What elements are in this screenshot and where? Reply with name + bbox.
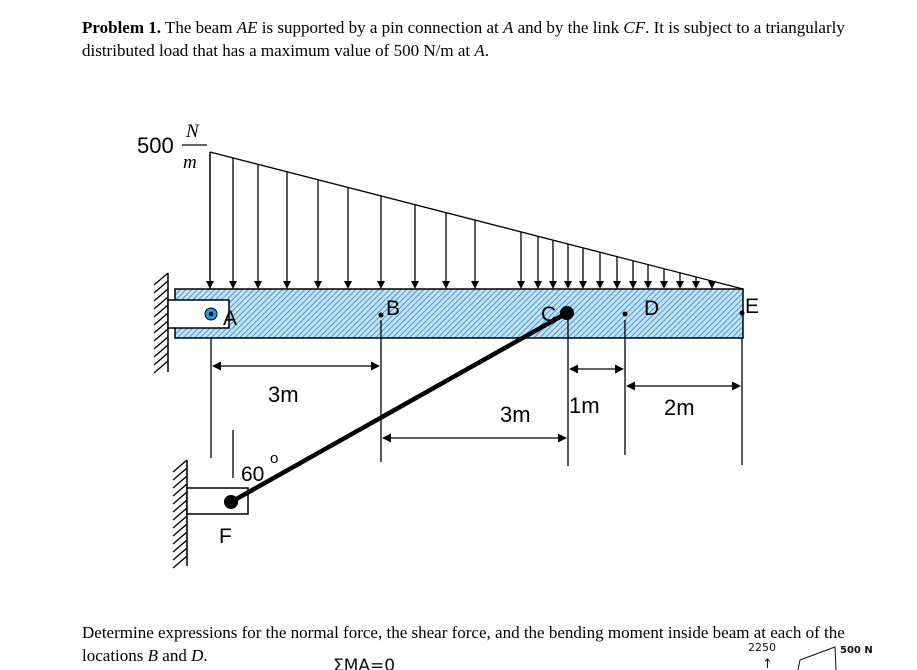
load-unit-denominator: m — [183, 152, 197, 173]
load-arrow — [549, 240, 557, 289]
dim-de-label: 2m — [664, 395, 695, 420]
wall-hatch-line — [172, 491, 188, 505]
problem-label: Problem 1. — [82, 18, 162, 37]
wall-hatch-line — [153, 272, 169, 286]
load-arrow — [534, 236, 542, 289]
load-arrow — [344, 187, 352, 289]
question-point: D — [191, 646, 204, 665]
load-arrow — [579, 247, 587, 289]
handwritten-sketch — [797, 646, 837, 670]
question-text: . — [203, 646, 208, 665]
wall-hatch-line — [153, 312, 169, 326]
point-d-label: D — [644, 297, 659, 320]
wall-hatch-line — [153, 328, 169, 342]
link-cf — [228, 310, 570, 505]
wall-hatch-line — [172, 459, 188, 473]
wall-hatch-line — [172, 547, 188, 561]
problem-text: and by the link — [513, 18, 624, 37]
wall-hatch-line — [172, 539, 188, 553]
problem-point: A — [474, 41, 485, 60]
handwritten-force: 500 N — [840, 645, 873, 656]
problem-text: The beam — [161, 18, 237, 37]
question-point: B — [147, 646, 159, 665]
wall-hatch-line — [153, 352, 169, 366]
dim-ab-label: 3m — [268, 382, 299, 407]
load-arrow — [471, 220, 479, 289]
load-arrow — [254, 164, 262, 289]
handwritten-value: 2250 — [748, 641, 776, 654]
problem-point: A — [503, 18, 514, 37]
problem-text: . It is subject to a triangularly distri… — [82, 18, 845, 60]
pin-support-a — [167, 299, 230, 329]
load-arrow — [613, 256, 621, 289]
load-envelope — [209, 151, 744, 290]
extension-lines — [210, 320, 743, 478]
wall-hatch-line — [153, 280, 169, 294]
wall-hatch-line — [172, 507, 188, 521]
wall-hatch-line — [153, 304, 169, 318]
problem-text: . — [484, 41, 489, 60]
wall-a — [153, 272, 169, 374]
problem-statement: Problem 1. The beam AE is supported by a… — [82, 16, 882, 62]
load-arrow — [708, 281, 716, 289]
point-b-label: B — [386, 297, 400, 320]
load-arrow — [517, 231, 525, 289]
question-statement: Determine expressions for the normal for… — [82, 621, 882, 667]
load-arrow — [377, 195, 385, 289]
wall-hatch-line — [172, 523, 188, 537]
wall-hatch-line — [172, 499, 188, 513]
load-arrow — [314, 179, 322, 289]
point-d-dot — [622, 311, 628, 317]
load-value: 500 — [137, 133, 174, 158]
load-arrow — [283, 171, 291, 289]
handwritten-sum-moments: ΣMA=0 — [333, 656, 395, 670]
wall-f — [172, 459, 188, 569]
load-arrow — [206, 152, 214, 289]
support-f-block — [186, 487, 249, 515]
load-arrow — [411, 204, 419, 289]
load-arrow — [676, 272, 684, 289]
load-arrow — [442, 212, 450, 289]
point-e-dot — [739, 310, 745, 316]
pin-a-center — [208, 311, 214, 317]
dim-cd-label: 1m — [569, 393, 600, 418]
wall-hatch-line — [172, 531, 188, 545]
load-unit-numerator: N — [185, 121, 200, 142]
handwritten-arrow: ↑ — [762, 657, 773, 670]
load-arrow — [229, 157, 237, 289]
load-arrow — [596, 252, 604, 289]
pin-f — [224, 495, 238, 509]
pin-c — [560, 306, 574, 320]
dim-bc-label: 3m — [500, 402, 531, 427]
point-a-label: A — [223, 307, 237, 330]
problem-link-name: CF — [623, 18, 646, 37]
point-e-label: E — [745, 295, 759, 318]
problem-beam-name: AE — [236, 18, 258, 37]
wall-hatch-line — [172, 483, 188, 497]
point-f-label: F — [219, 525, 232, 548]
wall-hatch-line — [172, 515, 188, 529]
wall-hatch-line — [153, 336, 169, 350]
point-b-dot — [378, 312, 384, 318]
distributed-load — [206, 151, 744, 290]
load-arrow — [629, 260, 637, 289]
wall-hatch-line — [153, 288, 169, 302]
wall-hatch-line — [153, 320, 169, 334]
wall-hatch-line — [153, 296, 169, 310]
angle-value: 60 — [241, 463, 264, 486]
angle-degree: o — [270, 450, 278, 467]
wall-hatch-line — [153, 344, 169, 358]
problem-text: is supported by a pin connection at — [257, 18, 503, 37]
load-arrow — [644, 264, 652, 289]
wall-hatch-line — [172, 467, 188, 481]
wall-hatch-line — [172, 475, 188, 489]
load-arrow — [564, 244, 572, 289]
wall-hatch-line — [172, 555, 188, 569]
wall-hatch-line — [153, 360, 169, 374]
load-arrow — [692, 276, 700, 289]
load-arrow — [660, 268, 668, 289]
question-text: Determine expressions for the normal for… — [82, 623, 845, 665]
question-text: and — [158, 646, 192, 665]
